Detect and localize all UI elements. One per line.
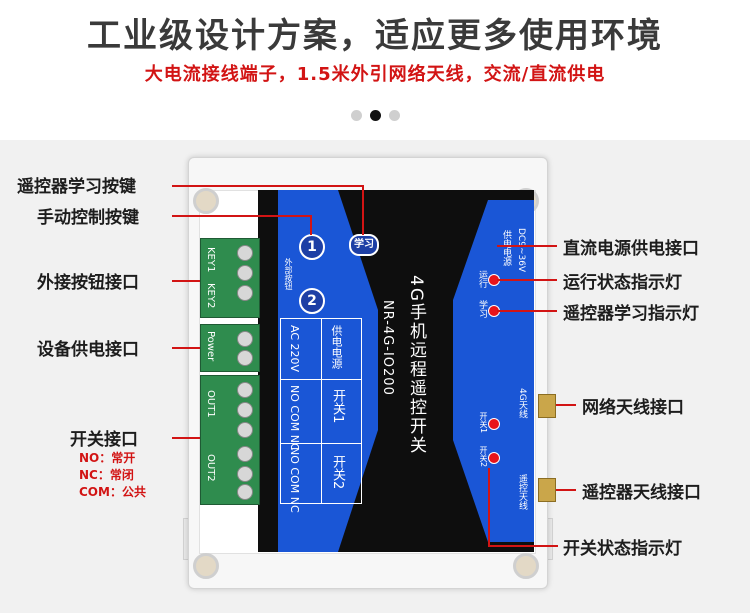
ext-button-terminal: KEY1 KEY2 [200,238,260,318]
out1-label: OUT1 [205,390,216,418]
product-name: 4G手机远程遥控开关 [406,275,426,455]
carousel-dot-3[interactable] [388,110,400,121]
callout-line [172,215,312,217]
carousel-dot-1[interactable] [350,110,362,121]
switch2-led [488,452,500,464]
switch1-led-label: 开关1 [479,412,488,434]
callout-line [172,437,200,439]
label-switch-led: 开关状态指示灯 [563,539,682,559]
callout-line [310,215,312,235]
header-section: 工业级设计方案，适应更多使用环境 大电流接线端子，1.5米外引网络天线，交流/直… [0,0,750,140]
learn-button[interactable]: 学习 [349,234,379,256]
power-value: AC 220V [288,325,301,373]
ext-button-label: 外部按钮 [284,258,293,290]
label-learn-button: 遥控器学习按键 [17,177,136,197]
remote-antenna-connector [538,478,556,502]
callout-line [497,310,557,312]
note-nc: NC：常闭 [79,468,134,482]
page-title: 工业级设计方案，适应更多使用环境 [87,16,663,56]
power-terminal: Power [200,324,260,372]
dc-voltage-label: DC9~36V [516,228,526,273]
screw-hole-icon [193,188,219,214]
dc-power-label: 供电电源 [501,230,511,266]
page-subtitle: 大电流接线端子，1.5米外引网络天线，交流/直流供电 [144,64,606,85]
run-label: 运行 [477,270,487,288]
label-remote-antenna: 遥控器天线接口 [582,483,701,503]
callout-line [488,545,558,547]
terminal-info-panel: 供电电源 AC 220V 开关1 NO COM NC 开关2 NO COM NC [280,318,362,513]
label-net-antenna: 网络天线接口 [582,398,684,418]
callout-line [497,279,557,281]
callout-line [556,404,576,406]
power-header: 供电电源 [330,325,343,369]
label-switch-port: 开关接口 [70,430,138,450]
switch1-led [488,418,500,430]
key2-label: KEY2 [205,283,216,309]
callout-line [172,185,364,187]
antenna-4g-label: 4G天线 [517,388,527,419]
power-terminal-label: Power [205,331,216,362]
switch1-header: 开关1 [330,389,345,424]
switch1-pins: NO COM NC [288,385,301,451]
label-power-port: 设备供电接口 [37,340,139,360]
manual-button-2[interactable]: 2 [299,288,325,314]
callout-line [556,489,576,491]
switch2-pins: NO COM NC [288,447,301,513]
key1-label: KEY1 [205,247,216,273]
label-run-led: 运行状态指示灯 [563,273,682,293]
remote-antenna-label: 遥控天线 [517,474,527,510]
callout-line [497,245,557,247]
out2-label: OUT2 [205,454,216,482]
switch2-header: 开关2 [330,455,345,490]
note-no: NO：常开 [79,451,136,465]
callout-line [488,468,490,546]
carousel-dot-2[interactable] [369,110,381,121]
manual-button-1[interactable]: 1 [299,234,325,260]
screw-hole-icon [193,553,219,579]
label-ext-button: 外接按钮接口 [37,273,139,293]
callout-line [172,280,200,282]
callout-line [362,185,364,235]
callout-line [172,347,200,349]
screw-hole-icon [513,553,539,579]
product-model: NR-4G-IO200 [380,300,395,396]
note-com: COM：公共 [79,485,146,499]
net-antenna-connector [538,394,556,418]
label-manual-button: 手动控制按键 [37,208,139,228]
switch2-led-label: 开关2 [479,446,488,468]
carousel-dots [0,106,750,125]
switch-terminal: OUT1 OUT2 [200,375,260,505]
learn-led-label: 学习 [477,300,487,318]
label-dc-power: 直流电源供电接口 [563,239,699,259]
label-learn-led: 遥控器学习指示灯 [563,304,699,324]
